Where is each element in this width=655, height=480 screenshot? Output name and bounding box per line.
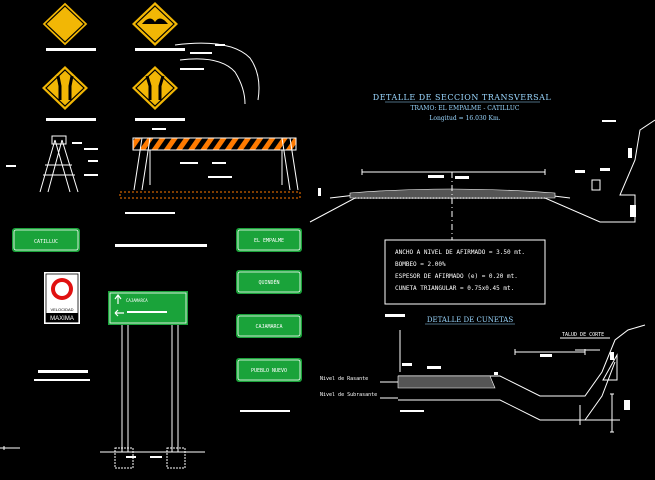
green-sign-right-1-text: EL EMPALME — [254, 238, 284, 244]
speed-sign-line1: VELOCIDAD — [50, 307, 73, 312]
warning-sign-road-narrows-icon — [42, 66, 96, 121]
green-sign-right-4-text: PUEBLO NUEVO — [251, 368, 287, 374]
speed-sign-label-line — [38, 370, 88, 373]
directional-sign-line1: CAJAMARCA — [126, 298, 148, 303]
speed-sign-line2: MAXIMA — [50, 316, 74, 322]
spec-2: BOMBEO = 2.00% — [395, 261, 446, 268]
arrow-left-icon — [114, 309, 124, 317]
cuneta-rasante-label: Nivel de Rasante — [320, 376, 368, 382]
curve-arrow-lines — [174, 42, 260, 105]
spec-1: ANCHO A NIVEL DE AFIRMADO = 3.50 mt. — [395, 249, 525, 256]
section-line2: Longitud = 16.030 Km. — [429, 115, 500, 122]
speed-sign-label-line2 — [34, 379, 90, 381]
cuneta-detail: DETALLE DE CUNETAS TALUD DE CORTE Nivel … — [320, 314, 646, 433]
section-title: DETALLE DE SECCION TRANSVERSAL — [373, 93, 552, 102]
cross-section-drawing — [309, 119, 655, 240]
striped-barrier-icon — [119, 128, 301, 199]
cross-section-title: DETALLE DE SECCION TRANSVERSAL TRAMO: EL… — [373, 93, 552, 122]
speed-limit-sign-icon: VELOCIDAD MAXIMA — [44, 272, 80, 324]
arrow-up-icon — [114, 294, 122, 304]
directional-sign: CAJAMARCA — [0, 291, 205, 469]
cuneta-talud-label: TALUD DE CORTE — [562, 332, 604, 338]
green-sign-right-2-text: QUINDÉN — [258, 278, 279, 286]
green-sign-right-3-text: CAJAMARCA — [255, 324, 282, 330]
green-signs-right: EL EMPALME QUINDÉN CAJAMARCA PUEBLO NUEV… — [236, 228, 302, 412]
spec-4: CUNETA TRIANGULAR = 0.75x0.45 mt. — [395, 285, 514, 292]
barrier-label-line — [125, 212, 175, 214]
green-sign-left-text: CATILLUC — [34, 239, 58, 245]
green-sign-caption-line — [115, 244, 207, 247]
sawhorse-barricade-icon — [6, 135, 98, 193]
specs-box: ANCHO A NIVEL DE AFIRMADO = 3.50 mt. BOM… — [384, 239, 546, 305]
warning-sign-curve-icon — [41, 1, 96, 51]
green-sign-left: CATILLUC — [12, 228, 80, 252]
cuneta-subrasante-label: Nivel de Subrasante — [320, 392, 377, 398]
cuneta-title: DETALLE DE CUNETAS — [427, 316, 513, 324]
spec-3: ESPESOR DE AFIRMADO (e) = 0.20 mt. — [395, 273, 518, 280]
warning-sign-bump-icon — [132, 2, 185, 51]
section-line1: TRAMO: EL EMPALME - CATILLUC — [410, 105, 519, 112]
warning-sign-road-narrows-right-icon — [132, 66, 185, 121]
